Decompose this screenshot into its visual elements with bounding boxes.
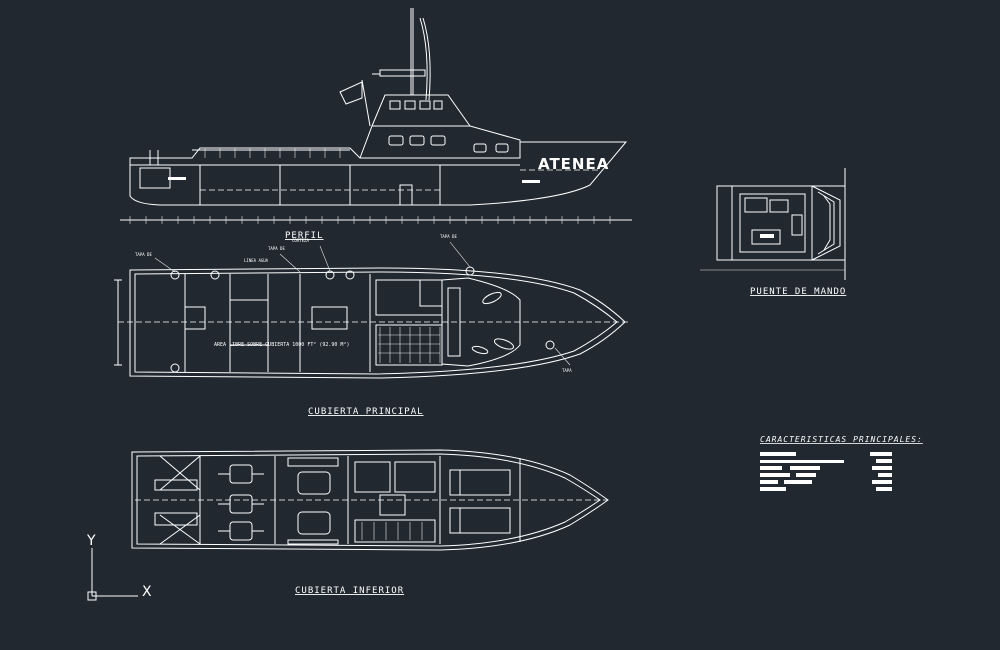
main-deck-view-title: CUBIERTA PRINCIPAL [308,407,424,417]
svg-text:TAPA: TAPA [562,368,572,373]
main-deck-view: TAPA DE LINEA AGUA TAPA DE CORTEZA TAPA … [114,234,630,417]
lower-deck-view: CUBIERTA INFERIOR [131,449,609,596]
profile-view: ATENEA PERFIL [120,8,632,241]
svg-text:TAPA DE: TAPA DE [268,246,285,251]
lower-deck-view-title: CUBIERTA INFERIOR [295,586,404,596]
characteristics-title: CARACTERISTICAS PRINCIPALES: [760,435,923,444]
bridge-view: PUENTE DE MANDO [700,168,846,297]
profile-view-title: PERFIL [285,231,324,241]
svg-text:CORTEZA: CORTEZA [292,238,309,243]
svg-text:TAPA DE: TAPA DE [440,234,457,239]
bridge-view-title: PUENTE DE MANDO [750,287,846,297]
characteristics-table: CARACTERISTICAS PRINCIPALES: [760,435,923,491]
y-axis-label: Y [86,533,96,549]
vessel-name: ATENEA [538,155,609,173]
main-deck-area-note: AREA LIBRE SOBRE CUBIERTA 1000 FT² (92.9… [214,342,349,348]
x-axis-label: X [142,584,152,600]
svg-text:LINEA AGUA: LINEA AGUA [244,258,269,263]
ucs-axis-icon: Y X [86,533,152,601]
svg-text:TAPA DE: TAPA DE [135,252,152,257]
